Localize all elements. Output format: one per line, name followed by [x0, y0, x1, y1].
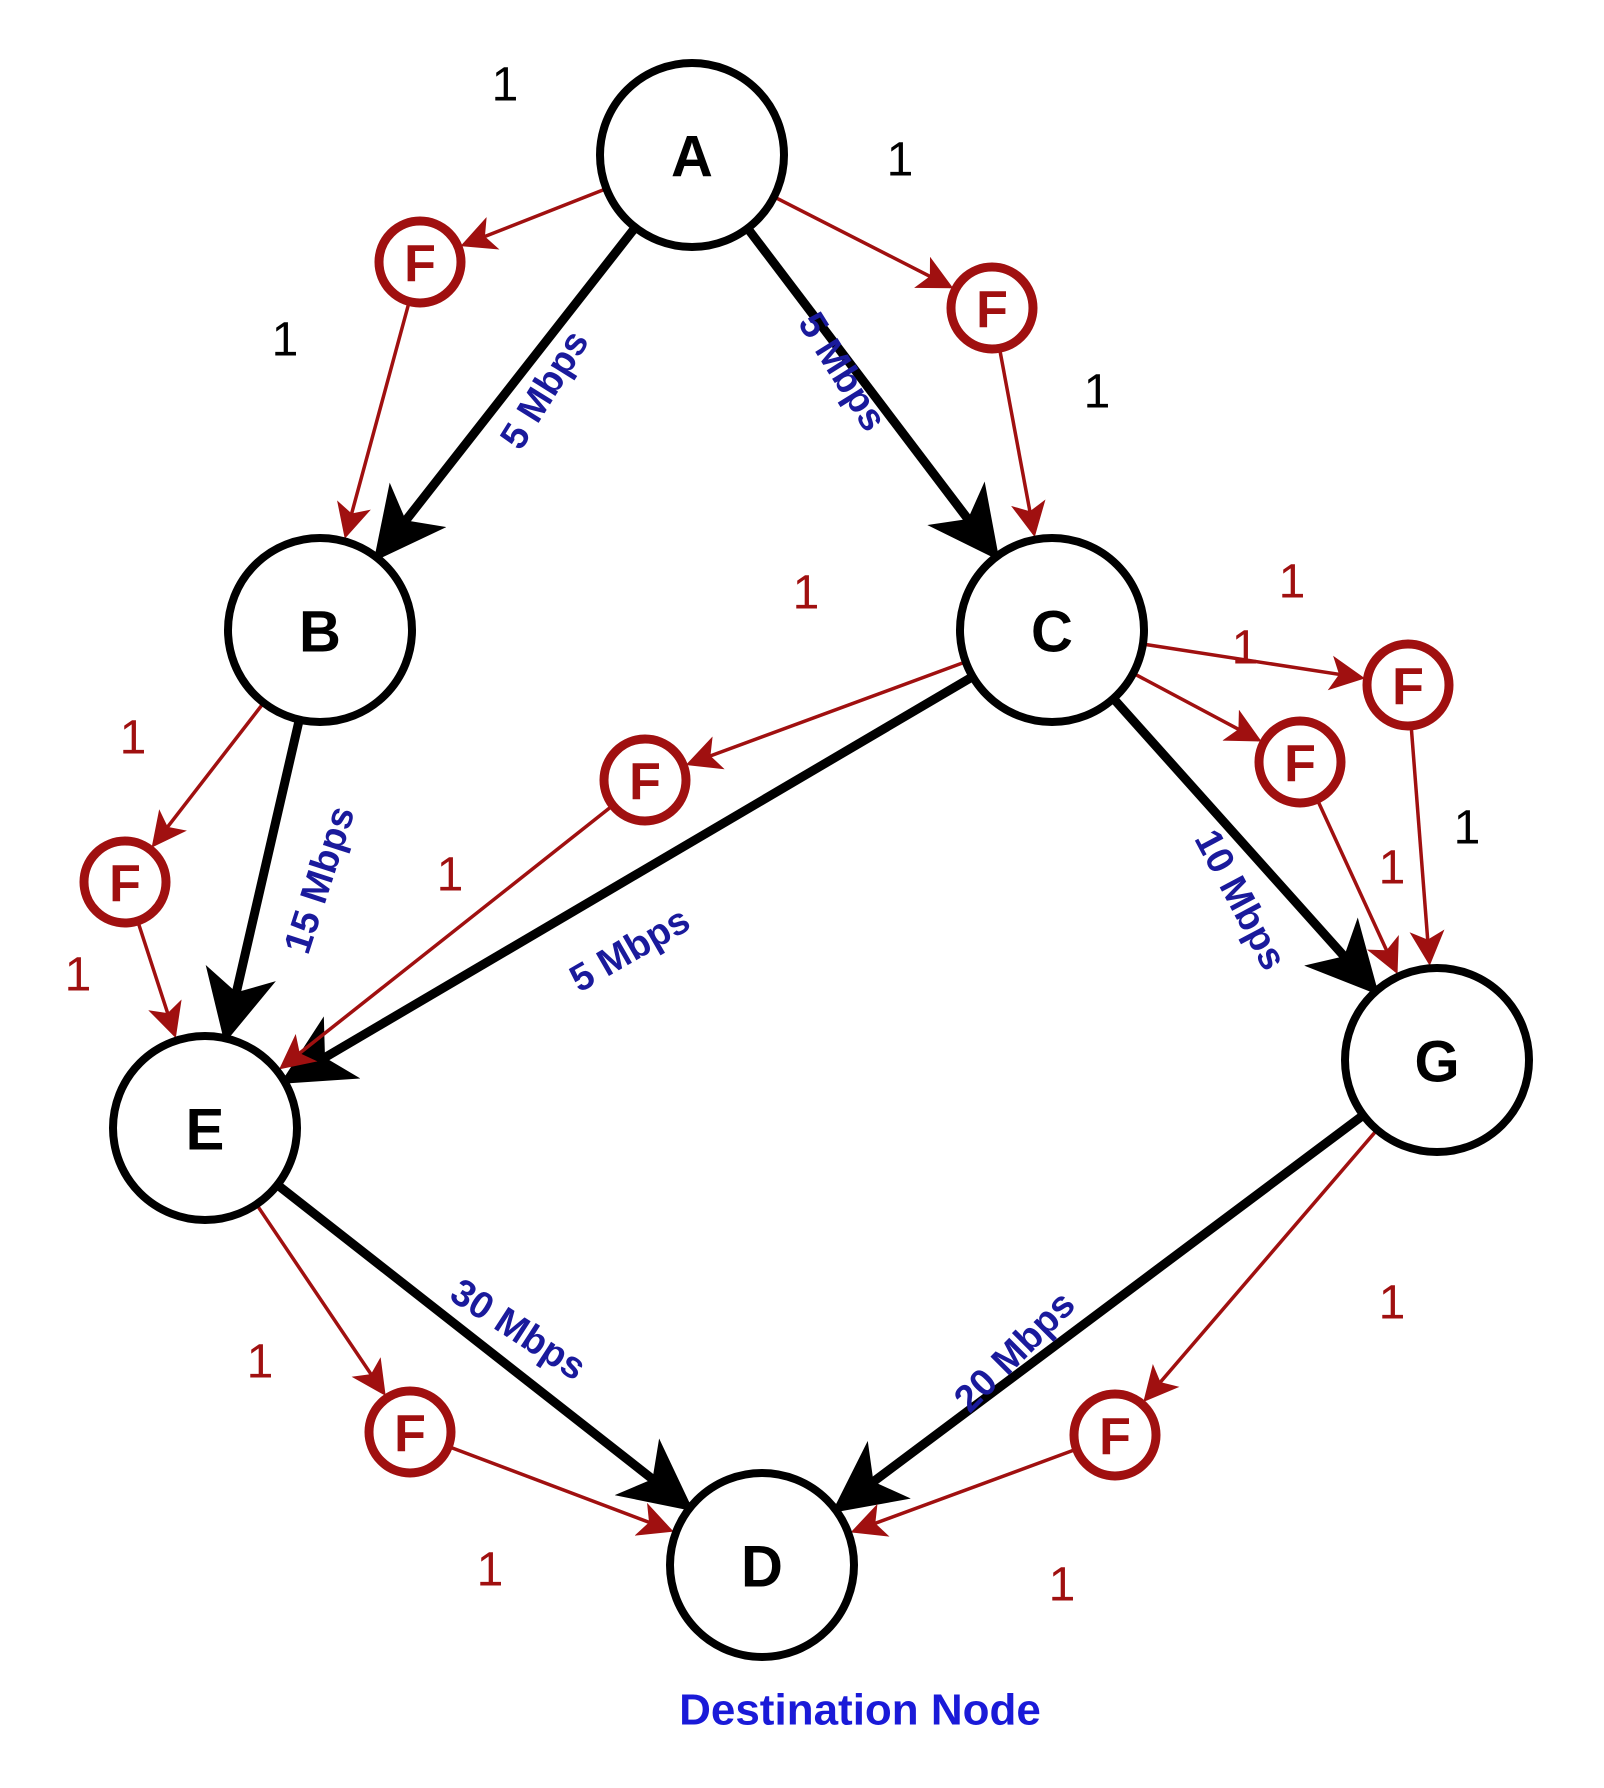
node-label-e: E [186, 1098, 225, 1163]
flow-arrow-in-a-c-1 [774, 196, 954, 289]
node-label-c: C [1031, 600, 1073, 665]
node-label-g: G [1414, 1030, 1459, 1095]
link-a-c [743, 225, 1000, 561]
bandwidth-label-a-c: 5 Mbps [790, 305, 895, 438]
flow-marker-label: F [394, 1405, 426, 1463]
flow-weight-label: 1 [793, 567, 820, 620]
flow-weight-label: 1 [887, 134, 914, 187]
flow-arrow-out-g-d-7 [850, 1447, 1078, 1537]
flow-marker-label: F [109, 855, 141, 913]
flow-weight-label: 1 [1379, 842, 1406, 895]
node-a [596, 59, 788, 251]
flow-weight-label: 1 [1232, 622, 1259, 675]
flow-arrow-out-c-e-3 [279, 804, 614, 1070]
bandwidth-label-c-e: 5 Mbps [563, 899, 697, 1001]
flow-weight-label: 1 [65, 949, 92, 1002]
nodes-layer [79, 59, 1533, 1661]
flow-marker-circle [1254, 716, 1346, 808]
flow-marker-circle [1069, 1389, 1161, 1481]
flow-marker-circle [374, 216, 466, 308]
flow-weight-label: 1 [120, 712, 147, 765]
link-b-e [205, 718, 304, 1044]
flow-arrow-out-a-c-1 [997, 347, 1046, 538]
node-label-b: B [299, 600, 341, 665]
flow-weight-label: 1 [477, 1544, 504, 1597]
flow-marker-label: F [1284, 735, 1316, 793]
flow-arrow-out-e-d-6 [447, 1444, 674, 1536]
flow-arrow-out-b-e-2 [136, 920, 182, 1039]
flow-arrow-in-b-e-2 [151, 703, 264, 848]
flow-arrow-in-c-e-3 [685, 660, 965, 770]
node-e [109, 1032, 301, 1224]
link-c-e [279, 672, 975, 1084]
flow-marker-label: F [976, 281, 1008, 339]
flow-marker-label: F [1392, 658, 1424, 716]
links-layer [205, 224, 1379, 1513]
bandwidth-label-g-d: 20 Mbps [946, 1283, 1083, 1420]
flow-marker-circle [946, 262, 1038, 354]
flow-marker-label: F [404, 235, 436, 293]
node-b [224, 534, 416, 726]
flow-marker-circle [1362, 639, 1454, 731]
flow-arrow-in-c-g-4 [1134, 672, 1262, 742]
flow-arrow-out-c-g-5 [1409, 725, 1445, 966]
flow-arrow-in-c-g-5 [1144, 642, 1366, 691]
flow-weight-label: 1 [1379, 1277, 1406, 1330]
link-a-b [373, 224, 639, 562]
flow-arrow-out-c-g-4 [1315, 798, 1399, 975]
node-label-d: D [741, 1535, 783, 1600]
flow-arrow-in-e-d-6 [256, 1204, 386, 1396]
flow-weight-label: 1 [437, 849, 464, 902]
flow-marker-label: F [629, 753, 661, 811]
node-label-a: A [671, 125, 713, 190]
flow-weight-label: 1 [272, 314, 299, 367]
node-c [956, 534, 1148, 726]
link-e-d [274, 1181, 694, 1512]
flow-weight-label: 1 [492, 59, 519, 112]
flow-arrow-in-g-d-7 [1143, 1130, 1378, 1402]
flow-arrow-in-a-b-0 [460, 187, 606, 250]
link-g-d [831, 1111, 1367, 1513]
node-d [666, 1469, 858, 1661]
flow-weight-label: 1 [247, 1336, 274, 1389]
flow-layer [136, 187, 1445, 1537]
destination-caption: Destination Node [679, 1686, 1041, 1735]
node-g [1341, 964, 1533, 1156]
flow-marker-circle [364, 1386, 456, 1478]
bandwidth-label-b-e: 15 Mbps [277, 801, 364, 959]
flow-weight-label: 1 [1454, 802, 1481, 855]
flow-marker-circle [599, 734, 691, 826]
flow-marker-circle [79, 836, 171, 928]
flow-weight-label: 1 [1084, 366, 1111, 419]
flow-marker-label: F [1099, 1408, 1131, 1466]
flow-weight-label: 1 [1049, 1559, 1076, 1612]
flow-weight-label: 1 [1279, 556, 1306, 609]
link-c-g [1110, 695, 1379, 996]
flow-arrow-out-a-b-0 [337, 301, 411, 539]
